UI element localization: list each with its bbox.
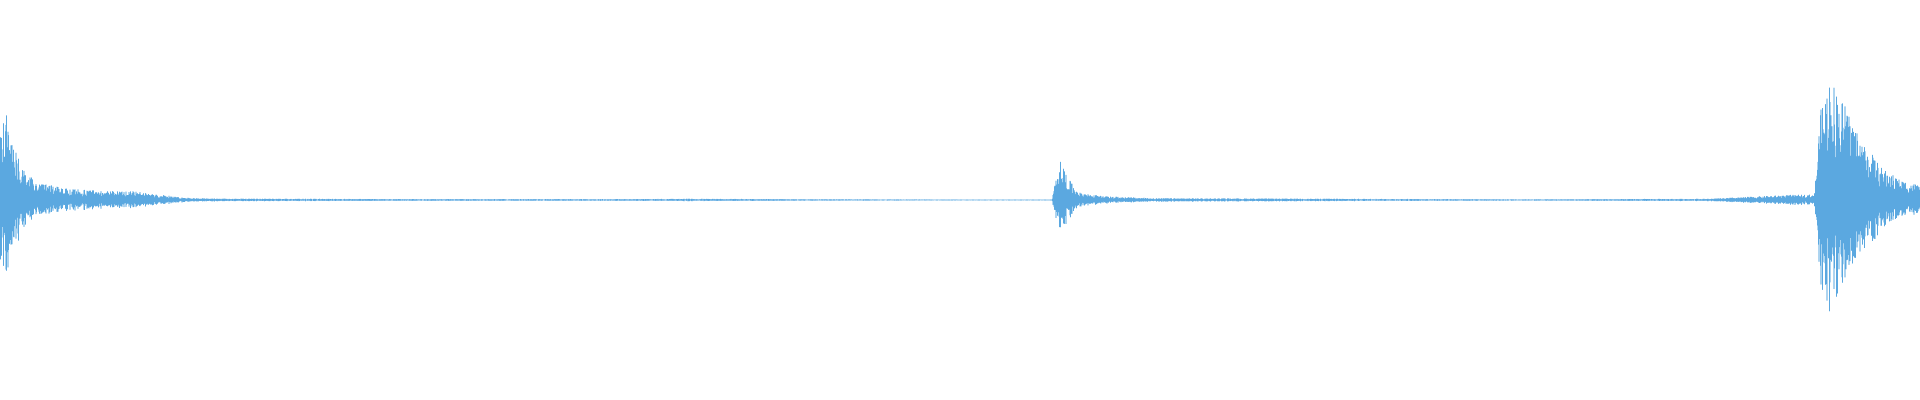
waveform-trace: [0, 87, 1920, 312]
